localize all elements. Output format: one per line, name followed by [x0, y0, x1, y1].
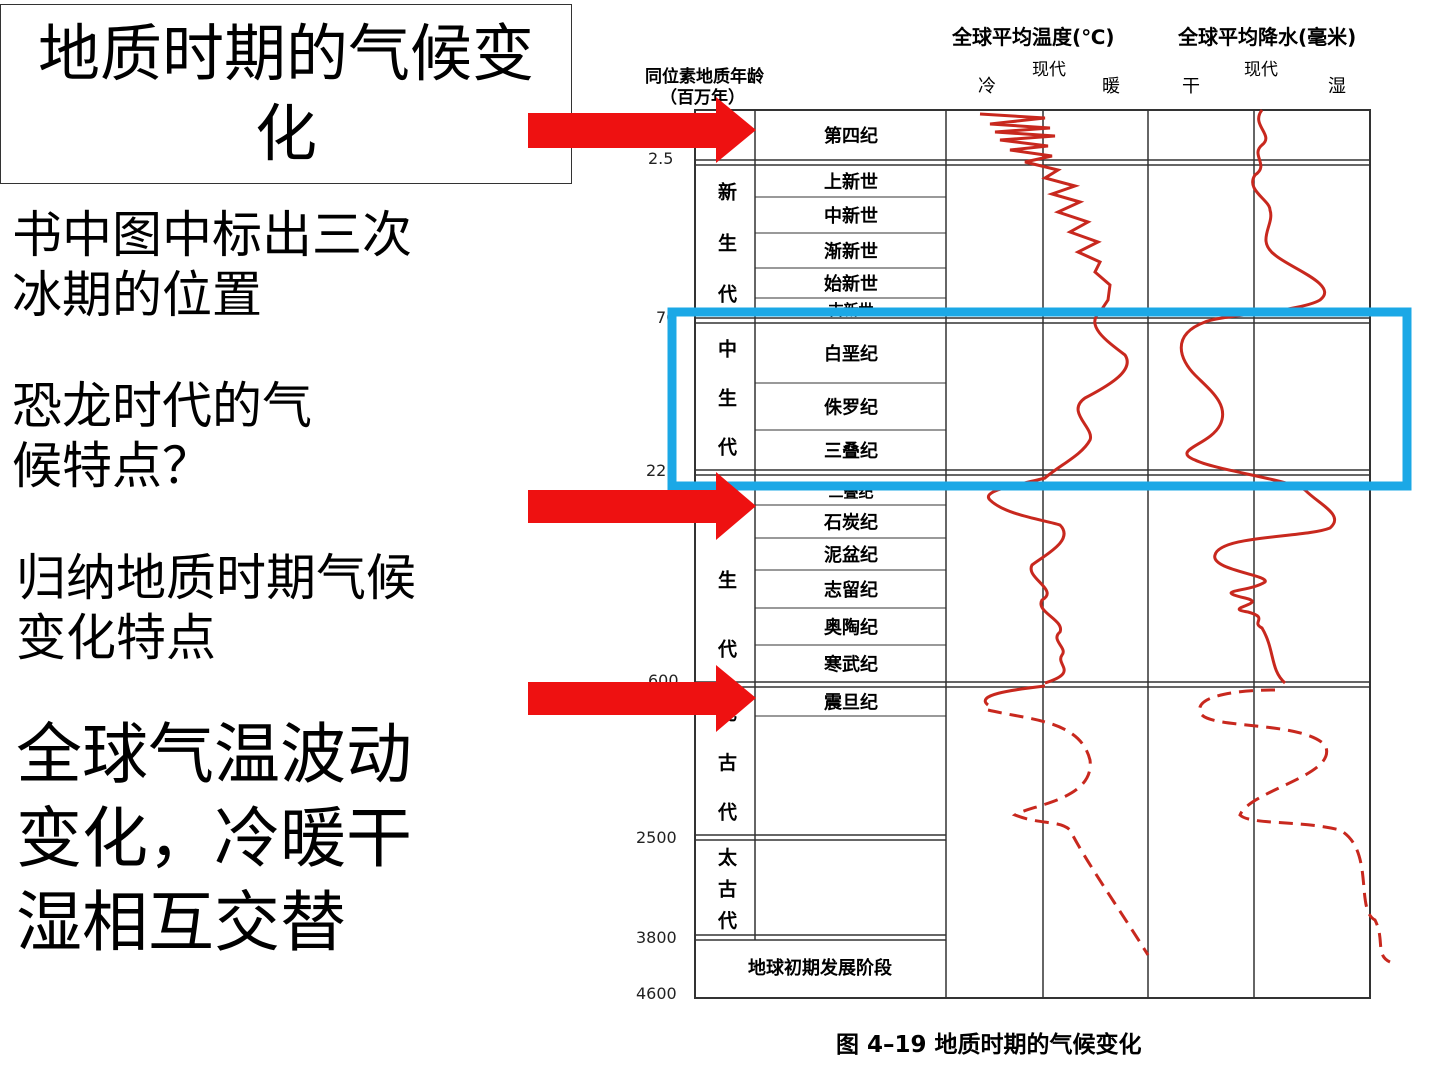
temp-cold-label: 冷	[978, 76, 996, 97]
period-label: 寒武纪	[823, 654, 878, 676]
period-label: 第四纪	[824, 125, 878, 147]
era-label-char: 生	[718, 232, 737, 255]
age-header: 同位素地质年龄	[645, 66, 765, 87]
slide-title: 地质时期的气候变化	[37, 17, 534, 170]
precipitation-curve-dashed	[1198, 688, 1391, 964]
arrow-quaternary-ice-age	[528, 97, 756, 163]
period-label: 始新世	[824, 273, 878, 295]
age-tick-3800: 3800	[636, 928, 677, 947]
era-labels: 新生代中生代古生代元古代太古代	[717, 181, 738, 933]
period-labels: 第四纪上新世中新世渐新世始新世古新世白垩纪侏罗纪三叠纪二叠纪石炭纪泥盆纪志留纪奥…	[823, 125, 878, 714]
period-label: 震旦纪	[824, 692, 878, 714]
conclusion-text: 全球气温波动变化，冷暖干湿相互交替	[16, 716, 412, 961]
era-label-char: 太	[718, 846, 738, 869]
temp-header: 全球平均温度(℃)	[951, 25, 1115, 49]
arrow-sinian-ice-age	[528, 665, 756, 732]
temperature-curve	[979, 112, 1129, 685]
age-tick-4600: 4600	[636, 984, 677, 1003]
temperature-curve-precambrian	[983, 684, 1046, 707]
arrow-permo-carboniferous-ice-age	[528, 472, 756, 540]
period-label: 侏罗纪	[824, 397, 878, 419]
era-label-char: 代	[717, 801, 737, 823]
precip-dry-label: 干	[1182, 76, 1200, 97]
table-frame	[694, 109, 1371, 999]
era-label-char: 古	[718, 878, 737, 901]
era-label-char: 中	[718, 338, 737, 361]
period-label: 泥盆纪	[824, 544, 878, 566]
period-label: 中新世	[824, 205, 878, 227]
precipitation-curve	[1179, 109, 1337, 685]
temp-modern-label: 现代	[1032, 60, 1066, 80]
note-summary-question: 归纳地质时期气候变化特点	[16, 549, 416, 667]
temperature-curve-dashed	[987, 708, 1150, 956]
precip-modern-label: 现代	[1244, 60, 1278, 80]
era-label-char: 代	[717, 437, 737, 459]
precip-header: 全球平均降水(毫米)	[1177, 25, 1356, 49]
period-label: 三叠纪	[824, 440, 878, 462]
era-label-char: 代	[717, 284, 737, 306]
figure-caption: 图 4–19 地质时期的气候变化	[836, 1031, 1142, 1058]
period-label: 上新世	[824, 171, 878, 193]
period-label: 志留纪	[824, 579, 878, 601]
period-label: 奥陶纪	[824, 617, 878, 639]
era-label-char: 古	[718, 751, 737, 774]
precip-wet-label: 湿	[1328, 76, 1346, 97]
era-label-char: 生	[718, 569, 737, 592]
age-tick-2500: 2500	[636, 828, 677, 847]
era-label-char: 生	[718, 387, 737, 410]
period-label: 白垩纪	[824, 343, 878, 365]
slide-title-box: 地质时期的气候变化	[0, 4, 572, 184]
note-dinosaur-climate: 恐龙时代的气候特点？	[12, 377, 312, 495]
era-label-char: 代	[717, 639, 737, 661]
mesozoic-highlight-box	[667, 307, 1412, 491]
note-ice-ages: 书中图中标出三次冰期的位置	[12, 206, 412, 324]
period-label: 石炭纪	[823, 512, 878, 534]
age-tick-2-5: 2.5	[648, 149, 673, 168]
era-label-char: 新	[718, 181, 737, 204]
period-label: 渐新世	[824, 241, 878, 263]
temp-warm-label: 暖	[1102, 76, 1120, 97]
early-stage-label: 地球初期发展阶段	[748, 957, 893, 979]
era-label-char: 代	[717, 910, 737, 932]
age-unit: （百万年）	[660, 87, 745, 108]
